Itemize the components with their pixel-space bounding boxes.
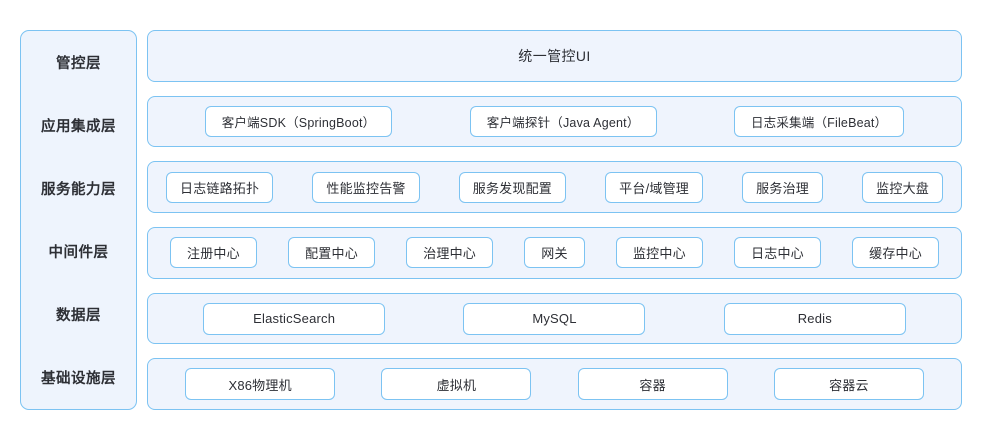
component-log-center[interactable]: 日志中心 <box>734 237 821 269</box>
component-client-agent[interactable]: 客户端探针（Java Agent） <box>469 106 657 137</box>
component-service-discovery-config[interactable]: 服务发现配置 <box>458 171 566 203</box>
layer-label-text: 管控层 <box>56 56 101 72</box>
layer-label-middleware: 中间件层 <box>21 220 136 283</box>
layer-row-data: ElasticSearch MySQL Redis <box>147 292 962 345</box>
component-container[interactable]: 容器 <box>577 368 728 401</box>
layer-label-data: 数据层 <box>21 283 136 346</box>
component-performance-monitor-alarm[interactable]: 性能监控告警 <box>312 171 420 203</box>
component-elasticsearch[interactable]: ElasticSearch <box>203 302 386 335</box>
layer-label-column: 管控层 应用集成层 服务能力层 中间件层 数据层 基础设施层 <box>20 30 137 410</box>
layer-label-management: 管控层 <box>21 31 136 94</box>
layer-label-text: 基础设施层 <box>41 371 116 387</box>
component-container-cloud[interactable]: 容器云 <box>773 368 924 401</box>
layer-label-text: 服务能力层 <box>41 182 116 198</box>
layer-row-infrastructure: X86物理机 虚拟机 容器 容器云 <box>147 358 962 411</box>
layer-label-app-integration: 应用集成层 <box>21 94 136 157</box>
component-virtual-machine[interactable]: 虚拟机 <box>381 368 532 401</box>
component-service-governance[interactable]: 服务治理 <box>742 171 823 203</box>
component-registry-center[interactable]: 注册中心 <box>170 237 257 269</box>
unified-management-ui-label: 统一管控UI <box>518 47 591 64</box>
layer-row-management: 统一管控UI <box>147 30 962 82</box>
layer-row-app-integration: 客户端SDK（SpringBoot） 客户端探针（Java Agent） 日志采… <box>147 95 962 148</box>
layer-label-service-capability: 服务能力层 <box>21 157 136 220</box>
layer-row-middleware: 注册中心 配置中心 治理中心 网关 监控中心 日志中心 缓存中心 <box>147 227 962 279</box>
component-platform-domain-management[interactable]: 平台/域管理 <box>605 171 703 203</box>
layer-label-text: 数据层 <box>56 308 101 324</box>
component-monitoring-center[interactable]: 监控中心 <box>615 237 703 269</box>
component-redis[interactable]: Redis <box>723 302 906 335</box>
component-client-sdk[interactable]: 客户端SDK（SpringBoot） <box>204 106 393 137</box>
component-x86-physical-machine[interactable]: X86物理机 <box>185 368 336 401</box>
component-cache-center[interactable]: 缓存中心 <box>852 237 939 269</box>
component-config-center[interactable]: 配置中心 <box>288 237 375 269</box>
component-governance-center[interactable]: 治理中心 <box>406 237 493 269</box>
component-mysql[interactable]: MySQL <box>463 302 646 335</box>
layer-rows-area: 统一管控UI 客户端SDK（SpringBoot） 客户端探针（Java Age… <box>147 30 962 411</box>
layer-label-infrastructure: 基础设施层 <box>21 346 136 409</box>
layer-label-text: 中间件层 <box>48 245 109 261</box>
layer-label-text: 应用集成层 <box>41 119 116 135</box>
component-log-trace-topology[interactable]: 日志链路拓扑 <box>166 171 274 203</box>
component-log-collector[interactable]: 日志采集端（FileBeat） <box>733 106 905 137</box>
component-gateway[interactable]: 网关 <box>524 237 585 269</box>
component-monitoring-dashboard[interactable]: 监控大盘 <box>862 171 943 203</box>
layer-row-service-capability: 日志链路拓扑 性能监控告警 服务发现配置 平台/域管理 服务治理 监控大盘 <box>147 161 962 214</box>
